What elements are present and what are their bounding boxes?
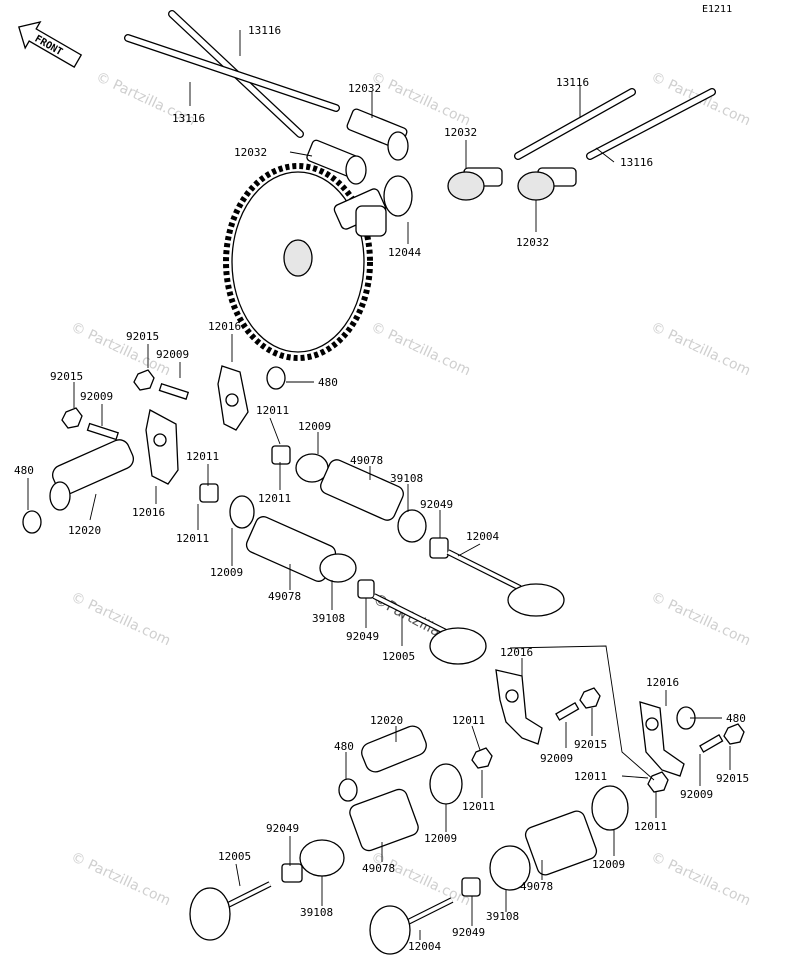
- watermark: © Partzilla.com: [68, 849, 173, 909]
- watermark: © Partzilla.com: [648, 849, 753, 909]
- watermark: © Partzilla.com: [648, 319, 753, 379]
- watermark: © Partzilla.com: [368, 319, 473, 379]
- label-12009: 12009: [298, 420, 331, 433]
- watermark: © Partzilla.com: [68, 589, 173, 649]
- label-12005: 12005: [218, 850, 251, 863]
- label-92015: 92015: [126, 330, 159, 343]
- label-12032: 12032: [444, 126, 477, 139]
- diagram-code: E1211: [702, 4, 733, 15]
- label-12020: 12020: [370, 714, 403, 727]
- label-13116: 13116: [556, 76, 589, 89]
- label-12009: 12009: [210, 566, 243, 579]
- label-39108: 39108: [312, 612, 345, 625]
- label-92049: 92049: [266, 822, 299, 835]
- label-13116: 13116: [620, 156, 653, 169]
- label-49078: 49078: [520, 880, 553, 893]
- label-12004: 12004: [408, 940, 441, 953]
- label-12011: 12011: [462, 800, 495, 813]
- push-rods: [124, 10, 716, 160]
- label-92009: 92009: [80, 390, 113, 403]
- label-480: 480: [726, 712, 746, 725]
- label-13116: 13116: [172, 112, 205, 125]
- label-12005: 12005: [382, 650, 415, 663]
- camshaft-gear: [223, 163, 413, 361]
- front-arrow-icon: FRONT: [18, 21, 83, 68]
- label-12011: 12011: [634, 820, 667, 833]
- label-12011: 12011: [256, 404, 289, 417]
- label-39108: 39108: [390, 472, 423, 485]
- label-39108: 39108: [486, 910, 519, 923]
- label-92015: 92015: [50, 370, 83, 383]
- label-12044: 12044: [388, 246, 421, 259]
- label-12032: 12032: [348, 82, 381, 95]
- label-13116: 13116: [248, 24, 281, 37]
- label-92049: 92049: [346, 630, 379, 643]
- label-12032: 12032: [234, 146, 267, 159]
- right-rocker-group: [471, 645, 745, 793]
- valve-stack-upper: [295, 453, 565, 617]
- watermark: © Partzilla.com: [368, 849, 473, 909]
- label-92015: 92015: [716, 772, 749, 785]
- label-12016: 12016: [132, 506, 165, 519]
- label-12016: 12016: [208, 320, 241, 333]
- leader-lines: [27, 30, 731, 940]
- label-12011: 12011: [574, 770, 607, 783]
- label-92009: 92009: [540, 752, 573, 765]
- label-92049: 92049: [452, 926, 485, 939]
- label-12009: 12009: [424, 832, 457, 845]
- label-49078: 49078: [362, 862, 395, 875]
- label-12009: 12009: [592, 858, 625, 871]
- valve-stack-lower: [229, 495, 487, 665]
- label-12011: 12011: [452, 714, 485, 727]
- label-92009: 92009: [680, 788, 713, 801]
- label-49078: 49078: [268, 590, 301, 603]
- label-12004: 12004: [466, 530, 499, 543]
- label-12016: 12016: [646, 676, 679, 689]
- label-12016: 12016: [500, 646, 533, 659]
- watermark: © Partzilla.com: [648, 589, 753, 649]
- label-480: 480: [318, 376, 338, 389]
- label-92015: 92015: [574, 738, 607, 751]
- part-labels: 13116 13116 13116 13116 12032 12032 1203…: [14, 24, 749, 953]
- label-12011: 12011: [176, 532, 209, 545]
- left-rocker-group: [22, 365, 291, 534]
- label-49078: 49078: [350, 454, 383, 467]
- label-480: 480: [14, 464, 34, 477]
- label-12011: 12011: [258, 492, 291, 505]
- tappets: [306, 108, 577, 201]
- label-12032: 12032: [516, 236, 549, 249]
- label-480: 480: [334, 740, 354, 753]
- label-12011: 12011: [186, 450, 219, 463]
- label-12020: 12020: [68, 524, 101, 537]
- label-92049: 92049: [420, 498, 453, 511]
- valve-stack-bottom-right: [369, 785, 629, 955]
- label-92009: 92009: [156, 348, 189, 361]
- valve-stack-bottom-left: [189, 725, 463, 941]
- label-39108: 39108: [300, 906, 333, 919]
